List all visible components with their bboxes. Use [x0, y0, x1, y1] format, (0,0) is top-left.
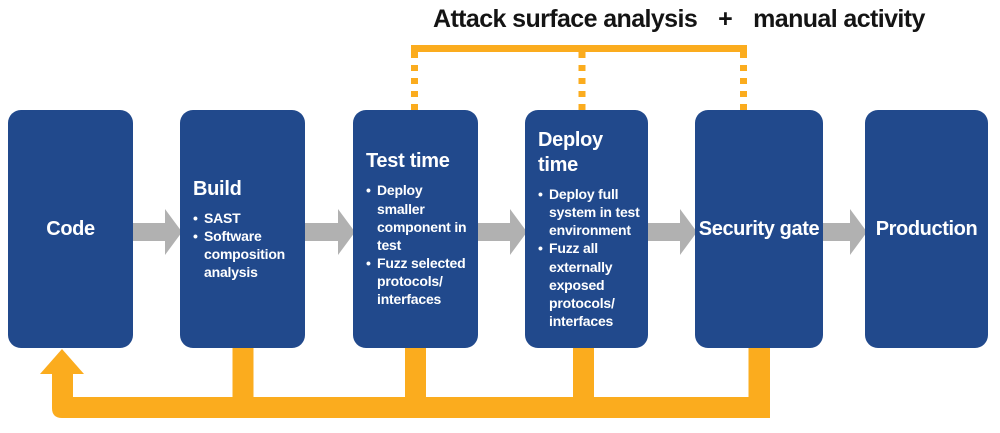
stage-bullet-list: SAST Software composition analysis	[193, 209, 298, 282]
stage-label: Production	[875, 217, 978, 240]
feedback-arrow-shaft	[52, 371, 73, 404]
flow-arrow-security-production	[821, 209, 867, 255]
stage-box-production: Production	[865, 110, 988, 348]
flow-arrow-code-build	[131, 209, 182, 255]
diagram-title: Attack surface analysis + manual activit…	[433, 5, 925, 34]
stage-heading: Build	[193, 177, 242, 200]
stage-label: Security gate	[698, 217, 820, 240]
stage-heading: Test time	[366, 150, 450, 173]
stage-box-deploy-time: Deploy time Deploy full system in test e…	[525, 110, 648, 348]
stage-heading: Deploy time	[538, 128, 603, 176]
title-extra-label: manual activity	[753, 5, 925, 33]
stage-box-test-time: Test time Deploy smaller component in te…	[353, 110, 478, 348]
bullet-item: Fuzz all externally exposed protocols/ i…	[538, 239, 641, 330]
stage-bullet-list: Deploy full system in test environment F…	[538, 185, 641, 331]
stage-box-code: Code	[8, 110, 133, 348]
feedback-arrowhead	[40, 349, 84, 374]
feedback-stub-security	[748, 346, 770, 401]
bullet-item: Deploy full system in test environment	[538, 185, 641, 240]
stage-bullet-list: Deploy smaller component in test Fuzz se…	[366, 181, 471, 308]
feedback-bar	[52, 397, 770, 418]
title-plus-sign: +	[718, 5, 733, 33]
flow-arrow-build-test	[303, 209, 355, 255]
bullet-item: SAST	[193, 209, 298, 227]
bullet-item: Fuzz selected protocols/ interfaces	[366, 254, 471, 309]
title-bracket-label: Attack surface analysis	[433, 5, 698, 33]
stage-label: Code	[46, 217, 95, 240]
bullet-item: Software composition analysis	[193, 227, 298, 282]
feedback-stub-deploy	[573, 346, 594, 401]
flow-arrow-test-deploy	[476, 209, 527, 255]
stage-box-build: Build SAST Software composition analysis	[180, 110, 305, 348]
bullet-item: Deploy smaller component in test	[366, 181, 471, 254]
feedback-stub-test	[405, 346, 426, 401]
stage-box-security-gate: Security gate	[695, 110, 823, 348]
flow-arrow-deploy-security	[646, 209, 697, 255]
bracket-line	[411, 45, 747, 52]
feedback-stub-build	[232, 346, 254, 401]
